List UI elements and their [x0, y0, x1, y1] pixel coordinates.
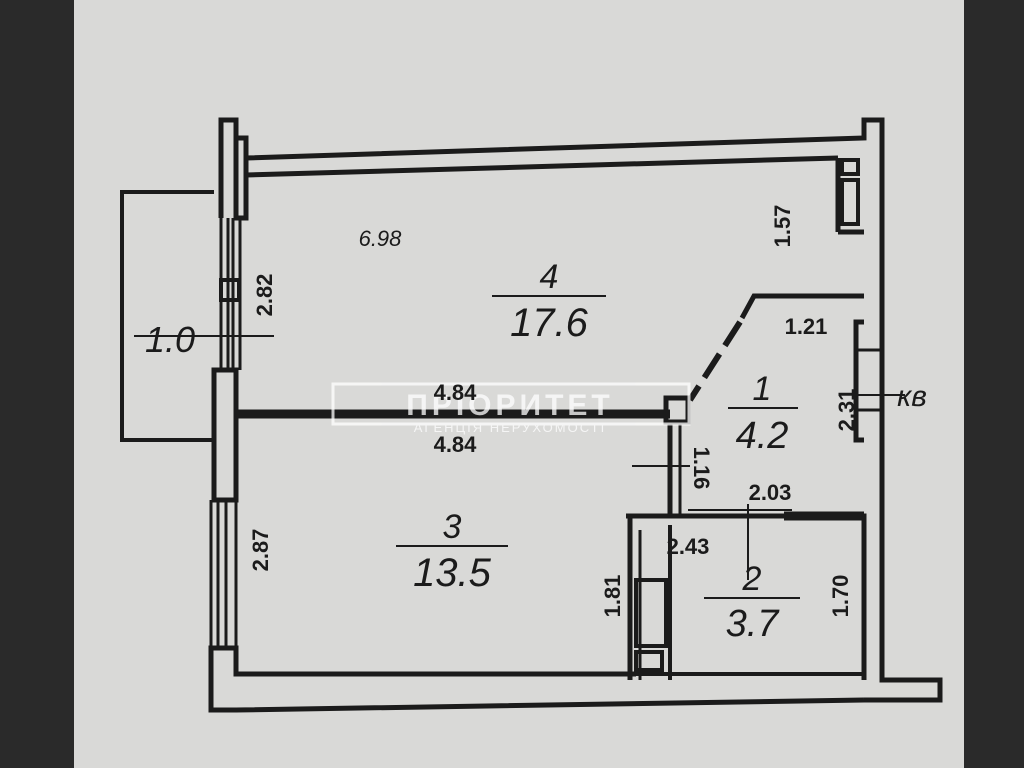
room-2-area: 3.7	[726, 603, 781, 645]
room-1-number: 1	[753, 370, 772, 408]
balcony-area: 1.0	[145, 319, 195, 360]
room-4-area: 17.6	[510, 301, 589, 345]
dim-bath-top-width: 2.03	[749, 480, 792, 505]
dim-bath-left-height: 1.81	[600, 575, 625, 618]
dim-hall-small: 1.16	[689, 447, 714, 490]
dim-hall-height: 2.31	[834, 389, 859, 432]
watermark-frame	[331, 382, 691, 426]
closet-box-top	[840, 158, 860, 176]
room-4-number: 4	[540, 258, 559, 296]
room-1-area: 4.2	[736, 415, 789, 457]
dim-room3-height: 2.87	[248, 529, 273, 572]
entrance-label: кв	[897, 380, 927, 413]
watermark-subtitle: АГЕНЦІЯ НЕРУХОМОСТІ	[414, 420, 607, 435]
hall-upper-wall	[739, 293, 864, 320]
balcony-window-mullion	[219, 278, 241, 302]
room-labels: 4 17.6 3 13.5 1 4.2 2 3.7 1.0	[145, 258, 800, 645]
dim-balcony-window-height: 2.82	[252, 274, 277, 317]
dim-corridor-upper: 4.84	[434, 380, 478, 405]
room-3-number: 3	[443, 508, 462, 546]
toilet-fixture	[634, 650, 664, 672]
closet-box	[840, 178, 860, 226]
dim-bath-width: 2.43	[667, 534, 710, 559]
dim-bath-right-height: 1.70	[828, 575, 853, 618]
room-2-number: 2	[742, 560, 762, 598]
watermark-title: ПРІОРИТЕТ	[406, 389, 613, 422]
dimension-labels: 6.98 1.21 4.84 4.84 2.03 2.43 кв 2.82 1.…	[248, 205, 927, 618]
room-3-area: 13.5	[413, 551, 492, 595]
wall-pier	[211, 367, 239, 503]
balcony-outline	[120, 190, 214, 442]
door-swing	[687, 320, 743, 402]
dim-closet-height: 1.57	[770, 205, 795, 248]
dim-top-length: 6.98	[359, 226, 403, 251]
watermark: ПРІОРИТЕТ АГЕНЦІЯ НЕРУХОМОСТІ	[331, 382, 691, 435]
ventilation-shaft	[634, 578, 668, 648]
dim-hall-top-width: 1.21	[785, 314, 828, 339]
dim-corridor-lower: 4.84	[434, 432, 478, 457]
